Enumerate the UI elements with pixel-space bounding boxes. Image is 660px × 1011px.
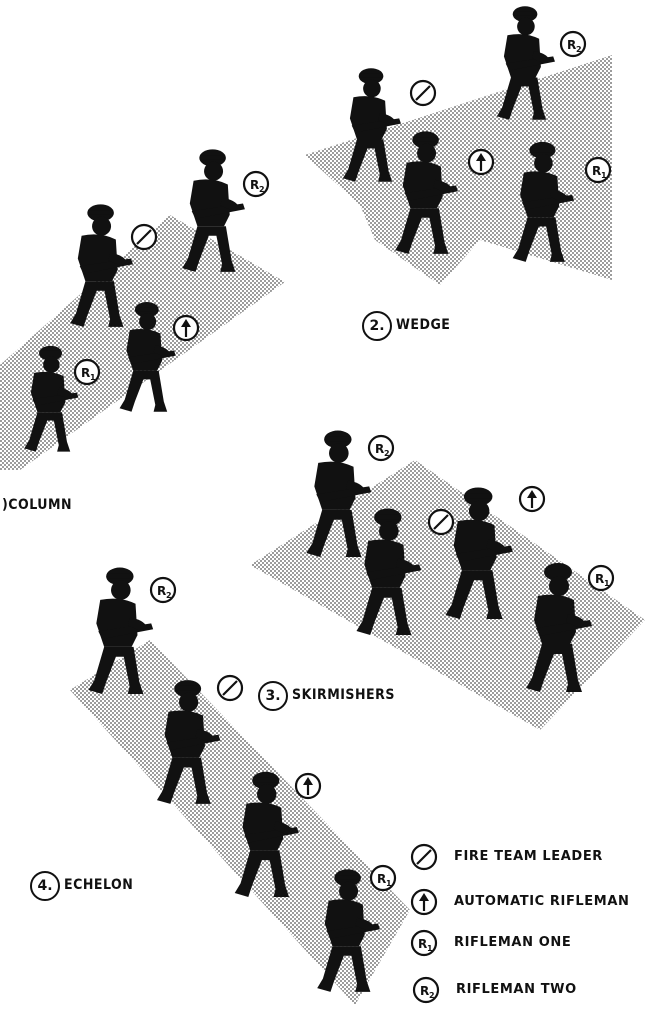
- skirmishers-label: SKIRMISHERS: [292, 687, 395, 703]
- svg-text:1: 1: [601, 171, 607, 180]
- svg-text:R: R: [420, 984, 429, 998]
- svg-text:R: R: [592, 164, 601, 178]
- svg-text:R: R: [375, 442, 384, 456]
- svg-text:2: 2: [259, 185, 265, 194]
- svg-text:1: 1: [604, 579, 610, 588]
- echelon-number: 4.: [30, 871, 60, 901]
- svg-text:1: 1: [386, 879, 392, 888]
- legend-fire-team-leader-label: FIRE TEAM LEADER: [454, 849, 603, 864]
- column-label: )COLUMN: [2, 497, 72, 513]
- svg-text:R: R: [250, 178, 259, 192]
- svg-text:1: 1: [427, 944, 433, 953]
- svg-text:2: 2: [166, 591, 172, 600]
- svg-text:R: R: [595, 572, 604, 586]
- svg-text:R: R: [567, 38, 576, 52]
- wedge-number: 2.: [362, 311, 392, 341]
- skirmishers-number: 3.: [258, 681, 288, 711]
- legend-automatic-rifleman-label: AUTOMATIC RIFLEMAN: [454, 894, 629, 909]
- legend-rifleman-one-label: RIFLEMAN ONE: [454, 935, 571, 950]
- svg-text:2: 2: [384, 449, 390, 458]
- svg-text:2: 2: [429, 991, 435, 1000]
- wedge-label: WEDGE: [396, 317, 450, 333]
- legend-rifleman-two-label: RIFLEMAN TWO: [456, 982, 577, 997]
- svg-text:R: R: [81, 366, 90, 380]
- svg-text:1: 1: [90, 373, 96, 382]
- svg-text:R: R: [157, 584, 166, 598]
- svg-text:2: 2: [576, 45, 582, 54]
- legend-automatic-rifleman-icon: [412, 890, 436, 914]
- legend-fire-team-leader-icon: [412, 845, 436, 869]
- echelon-label: ECHELON: [64, 877, 133, 893]
- svg-text:R: R: [418, 937, 427, 951]
- svg-text:R: R: [377, 872, 386, 886]
